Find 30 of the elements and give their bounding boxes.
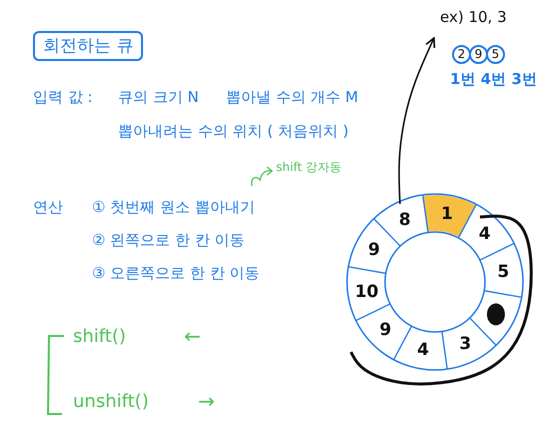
circled-number: 5 — [486, 45, 505, 64]
section-label: 연산 — [33, 198, 63, 216]
cell-number: 4 — [417, 340, 429, 360]
list-item: ① 첫번째 원소 뽑아내기 — [92, 198, 255, 216]
circled-number: 2 — [452, 45, 471, 64]
field-label: 입력 값 : — [33, 88, 93, 106]
cell-number: 1 — [441, 204, 453, 224]
arrow — [398, 37, 436, 204]
cell-number: 9 — [368, 239, 380, 260]
example-text: ex) 10, 3 — [440, 8, 507, 26]
cell-number: 8 — [398, 210, 411, 230]
cell-number: 3 — [459, 334, 472, 354]
circled-number: 9 — [469, 45, 488, 64]
cell-number: 10 — [354, 281, 378, 302]
ring-drawing — [346, 193, 524, 371]
cell-number: 5 — [497, 262, 510, 283]
arrow-symbol: → — [198, 389, 215, 413]
note-text: 1번 4번 3번 — [450, 70, 537, 88]
note-text: 뽑아낼 수의 개수 M — [226, 88, 358, 106]
cell-number: 4 — [478, 224, 491, 244]
code-text: unshift() — [73, 391, 149, 413]
note-text: 뽑아내려는 수의 위치 ( 처음위치 ) — [118, 122, 349, 140]
note-text: 큐의 크기 N — [118, 88, 199, 106]
list-item: ③ 오른쪽으로 한 칸 이동 — [92, 264, 260, 282]
title: 회전하는 큐 — [33, 31, 144, 62]
cell-number: 9 — [379, 320, 392, 340]
list-item: ② 왼쪽으로 한 칸 이동 — [92, 231, 245, 249]
annotation-text: shift 강자동 — [276, 160, 342, 174]
arrow-symbol: ← — [184, 324, 201, 348]
code-text: shift() — [73, 326, 126, 348]
